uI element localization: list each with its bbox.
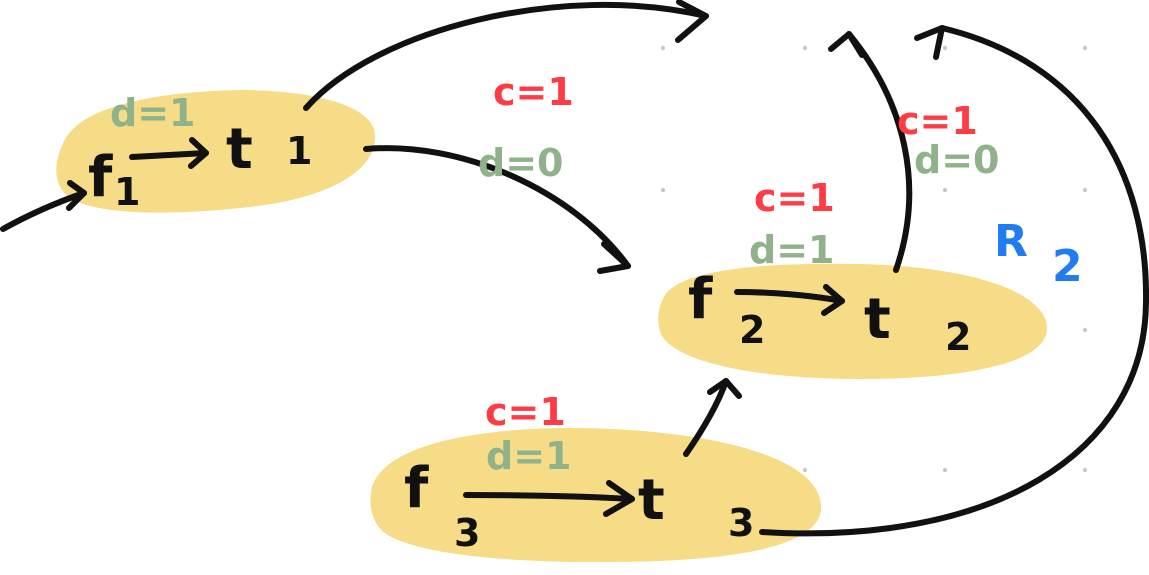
grid-dot — [802, 467, 808, 473]
mid-d-label: d=1 — [749, 228, 834, 272]
edge-node1-to-node2 — [363, 145, 631, 269]
node3-right-subscript: 3 — [728, 501, 754, 545]
edge-node3-to-top — [759, 25, 1149, 537]
node1-inner-arrowhead — [188, 137, 209, 169]
node1-highlight — [56, 90, 376, 213]
node2-inner-edge — [734, 289, 845, 304]
grid-dot — [660, 45, 666, 51]
region-label-subscript: 2 — [1052, 241, 1083, 292]
node2-left-subscript: 2 — [739, 308, 765, 352]
edges — [0, 0, 1149, 537]
grid-dot — [942, 187, 948, 193]
grid-dot — [802, 45, 808, 51]
node3: f 3 t 3 — [404, 456, 754, 555]
mid-c-label: c=1 — [754, 176, 835, 220]
node-highlights — [56, 90, 1048, 563]
grid-dot — [1082, 45, 1088, 51]
top-c-label: c=1 — [493, 70, 574, 114]
node3-inner-arrowhead — [603, 480, 635, 517]
node1-right-subscript: 1 — [286, 129, 312, 173]
node3-inner-edge — [463, 492, 635, 502]
node1: f 1 t 1 d=1 — [88, 91, 312, 214]
entry-arrowhead — [66, 180, 87, 211]
grid-dot — [942, 467, 948, 473]
node1-right-label: t — [226, 117, 253, 182]
node2-highlight — [658, 263, 1048, 379]
node3-left-subscript: 3 — [454, 511, 480, 555]
entry-edge — [0, 190, 87, 232]
edge-node1-to-node2-arrowhead — [597, 241, 631, 274]
edge-node3-to-node2-arrowhead — [707, 378, 742, 399]
edge-node2-to-top-arrowhead — [828, 31, 865, 58]
right-d-label: d=0 — [914, 138, 999, 182]
edge-node1-to-top — [303, 1, 709, 111]
bottom-c-label: c=1 — [485, 390, 566, 434]
node3-right-label: t — [638, 468, 665, 533]
region-label-letter: R — [994, 216, 1028, 267]
node2: f 2 t 2 — [688, 267, 971, 359]
node1-left-label: f — [88, 145, 113, 210]
grid-dot — [1082, 327, 1088, 333]
edge-node3-to-top-arrowhead — [914, 25, 945, 60]
grid-dot — [942, 45, 948, 51]
node2-right-label: t — [864, 287, 891, 352]
bottom-d-label: d=1 — [486, 434, 571, 478]
node1-top-d-label: d=1 — [110, 91, 195, 135]
node3-left-label: f — [404, 456, 429, 521]
grid-dots — [244, 45, 1088, 473]
node1-left-subscript: 1 — [114, 170, 140, 214]
top-d-label: d=0 — [478, 141, 563, 185]
node2-left-label: f — [688, 267, 713, 332]
edge-node2-to-top — [846, 31, 913, 273]
grid-dot — [1082, 187, 1088, 193]
node1-inner-edge — [129, 150, 209, 160]
node2-right-subscript: 2 — [945, 315, 971, 359]
grid-dot — [660, 187, 666, 193]
right-c-label: c=1 — [897, 99, 978, 143]
region-label: R 2 — [994, 216, 1083, 292]
edge-node1-to-top-arrowhead — [675, 0, 709, 43]
node2-inner-arrowhead — [821, 284, 845, 316]
edge-labels: c=1 d=0 c=1 d=1 c=1 d=0 c=1 d=1 — [478, 70, 999, 478]
edge-node3-to-node2 — [683, 378, 729, 457]
grid-dot — [1082, 467, 1088, 473]
